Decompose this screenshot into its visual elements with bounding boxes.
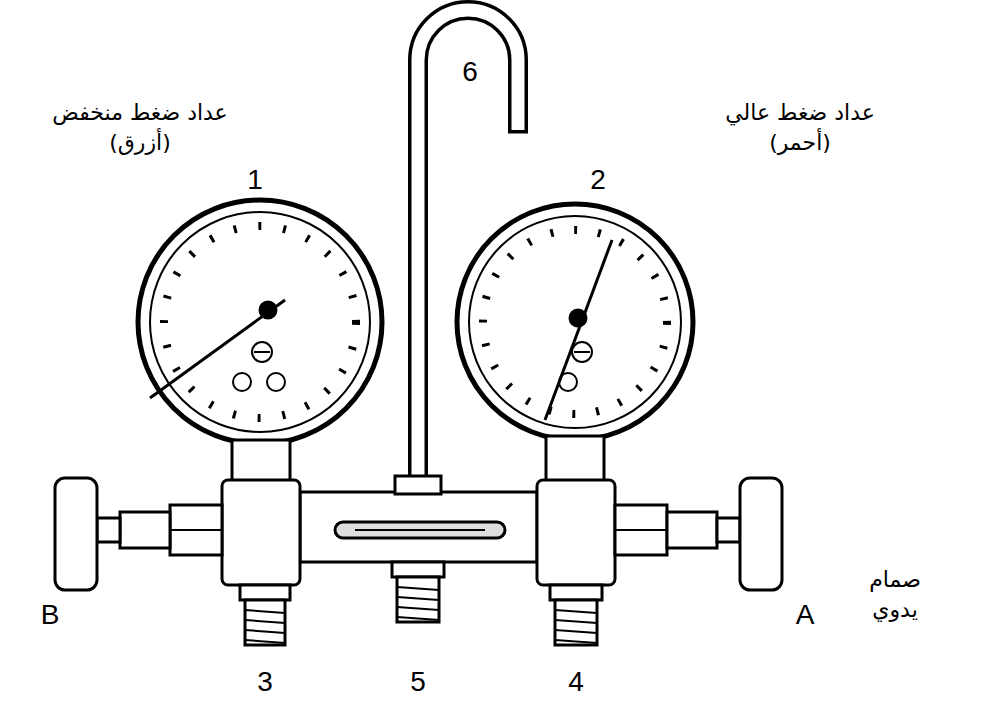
gauge-screw-slot	[254, 351, 270, 353]
valve-knob	[55, 478, 97, 590]
gauge-needle	[150, 300, 285, 398]
gauge-label: عداد ضغط عالي (أحمر)	[700, 98, 900, 157]
valve-block	[537, 480, 615, 585]
gauge-stem	[546, 436, 604, 485]
gauge-stem	[232, 440, 290, 485]
gauge-screw	[572, 342, 592, 362]
gauge-screw-slot	[574, 351, 590, 353]
gauge-screw	[233, 373, 251, 391]
port-thread	[397, 577, 439, 622]
gauge-pivot	[570, 310, 586, 326]
valve-stem	[717, 518, 740, 542]
port-hex	[240, 585, 290, 600]
thread-lines	[555, 610, 597, 643]
callout-letter: A	[796, 596, 815, 634]
gauge-housing	[457, 204, 693, 440]
valve-bonnet	[120, 512, 170, 548]
name-plate	[335, 522, 505, 538]
callout-number: 2	[590, 161, 606, 199]
port-thread	[555, 600, 597, 645]
valve-knob	[740, 478, 782, 590]
port-thread	[245, 600, 285, 645]
callout-number: 4	[568, 663, 584, 701]
valve-label: صمام يدوي	[857, 565, 933, 624]
callout-number: 1	[247, 161, 263, 199]
gauge-label: عداد ضغط منخفض (أزرق)	[40, 98, 240, 157]
callout-number: 5	[410, 663, 426, 701]
gauge-ticks	[483, 230, 667, 414]
gauge-face	[469, 216, 681, 428]
valve-nut	[615, 505, 667, 555]
thread-lines	[397, 587, 439, 620]
hose-boss	[395, 476, 441, 494]
gauge-face	[150, 212, 370, 432]
thread-lines	[245, 610, 285, 643]
nut-edge	[615, 529, 667, 531]
callout-number: 6	[462, 53, 478, 91]
name-plate-line	[355, 529, 485, 531]
gauge-ticks	[164, 226, 356, 418]
nut-edge	[170, 529, 222, 531]
valve-stem	[97, 518, 120, 542]
callout-number: 3	[257, 663, 273, 701]
hook-end	[508, 131, 528, 134]
valve-bonnet	[667, 512, 717, 548]
gauge-screw	[252, 342, 272, 362]
manifold-body	[300, 492, 537, 562]
port-hex	[550, 585, 602, 600]
gauge-pivot	[260, 302, 276, 318]
valve-nut	[170, 505, 222, 555]
valve-block	[222, 480, 300, 585]
gauge-screw	[267, 373, 285, 391]
callout-letter: B	[41, 596, 60, 634]
gauge-housing	[138, 200, 382, 444]
gauge-needle	[545, 240, 612, 420]
port-hex	[392, 562, 444, 577]
